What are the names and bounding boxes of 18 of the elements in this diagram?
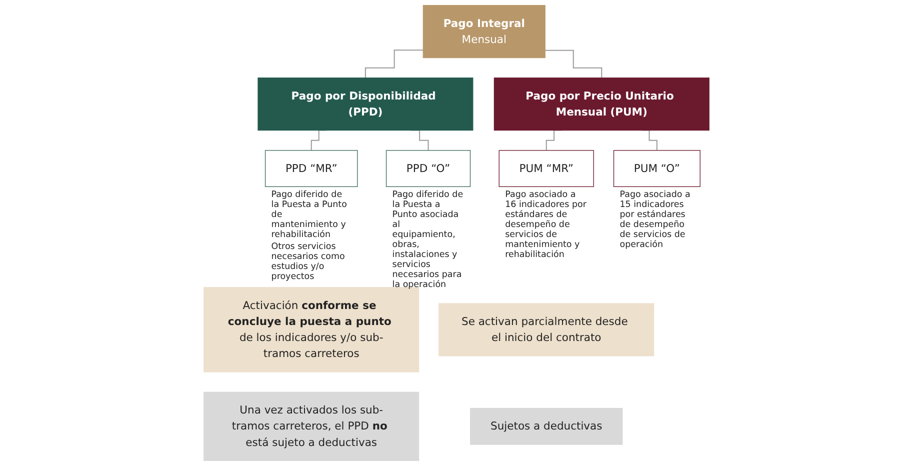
description-text: Pago asociado a 16 indicadores por estándares de desempeño de servicios de mantenimiento y rehabilitación bbox=[505, 190, 588, 260]
node-box: Pago Integral Mensual bbox=[422, 5, 546, 58]
connector bbox=[364, 50, 424, 78]
node-box: PPD “O” bbox=[386, 150, 471, 187]
node-box: PUM “O” bbox=[613, 150, 700, 187]
description-text: Pago asociado a 15 indicadores por estándares de desempeño de servicios de operación bbox=[620, 190, 692, 250]
node-box: Se activan parcialmente desde el inicio del contrato bbox=[438, 303, 654, 356]
node-box: Pago por Precio Unitario Mensual (PUM) bbox=[494, 78, 710, 131]
node-box: Pago por Disponibilidad (PPD) bbox=[258, 78, 474, 131]
node-box: Una vez activados los sub-tramos carreteros, el PPD no está sujeto a deductivas bbox=[204, 392, 420, 461]
node-box: PUM “MR” bbox=[498, 150, 594, 187]
node-box: Sujetos a deductivas bbox=[470, 408, 623, 445]
description-text: Pago diferido de la Puesta a Punto asociada al equipamiento, obras, instalaciones y servicios necesarios para la operación bbox=[392, 190, 464, 290]
connector bbox=[545, 50, 602, 78]
node-box: PPD “MR” bbox=[264, 150, 358, 187]
description-text: Otros servicios necesarios como estudios y/o proyectos bbox=[271, 242, 346, 282]
node-box: Activación conforme se concluye la puesta a punto de los indicadores y/o sub-tramos carreteros bbox=[204, 287, 420, 372]
description-text: Pago diferido de la Puesta a Punto de mantenimiento y rehabilitación bbox=[271, 190, 348, 240]
